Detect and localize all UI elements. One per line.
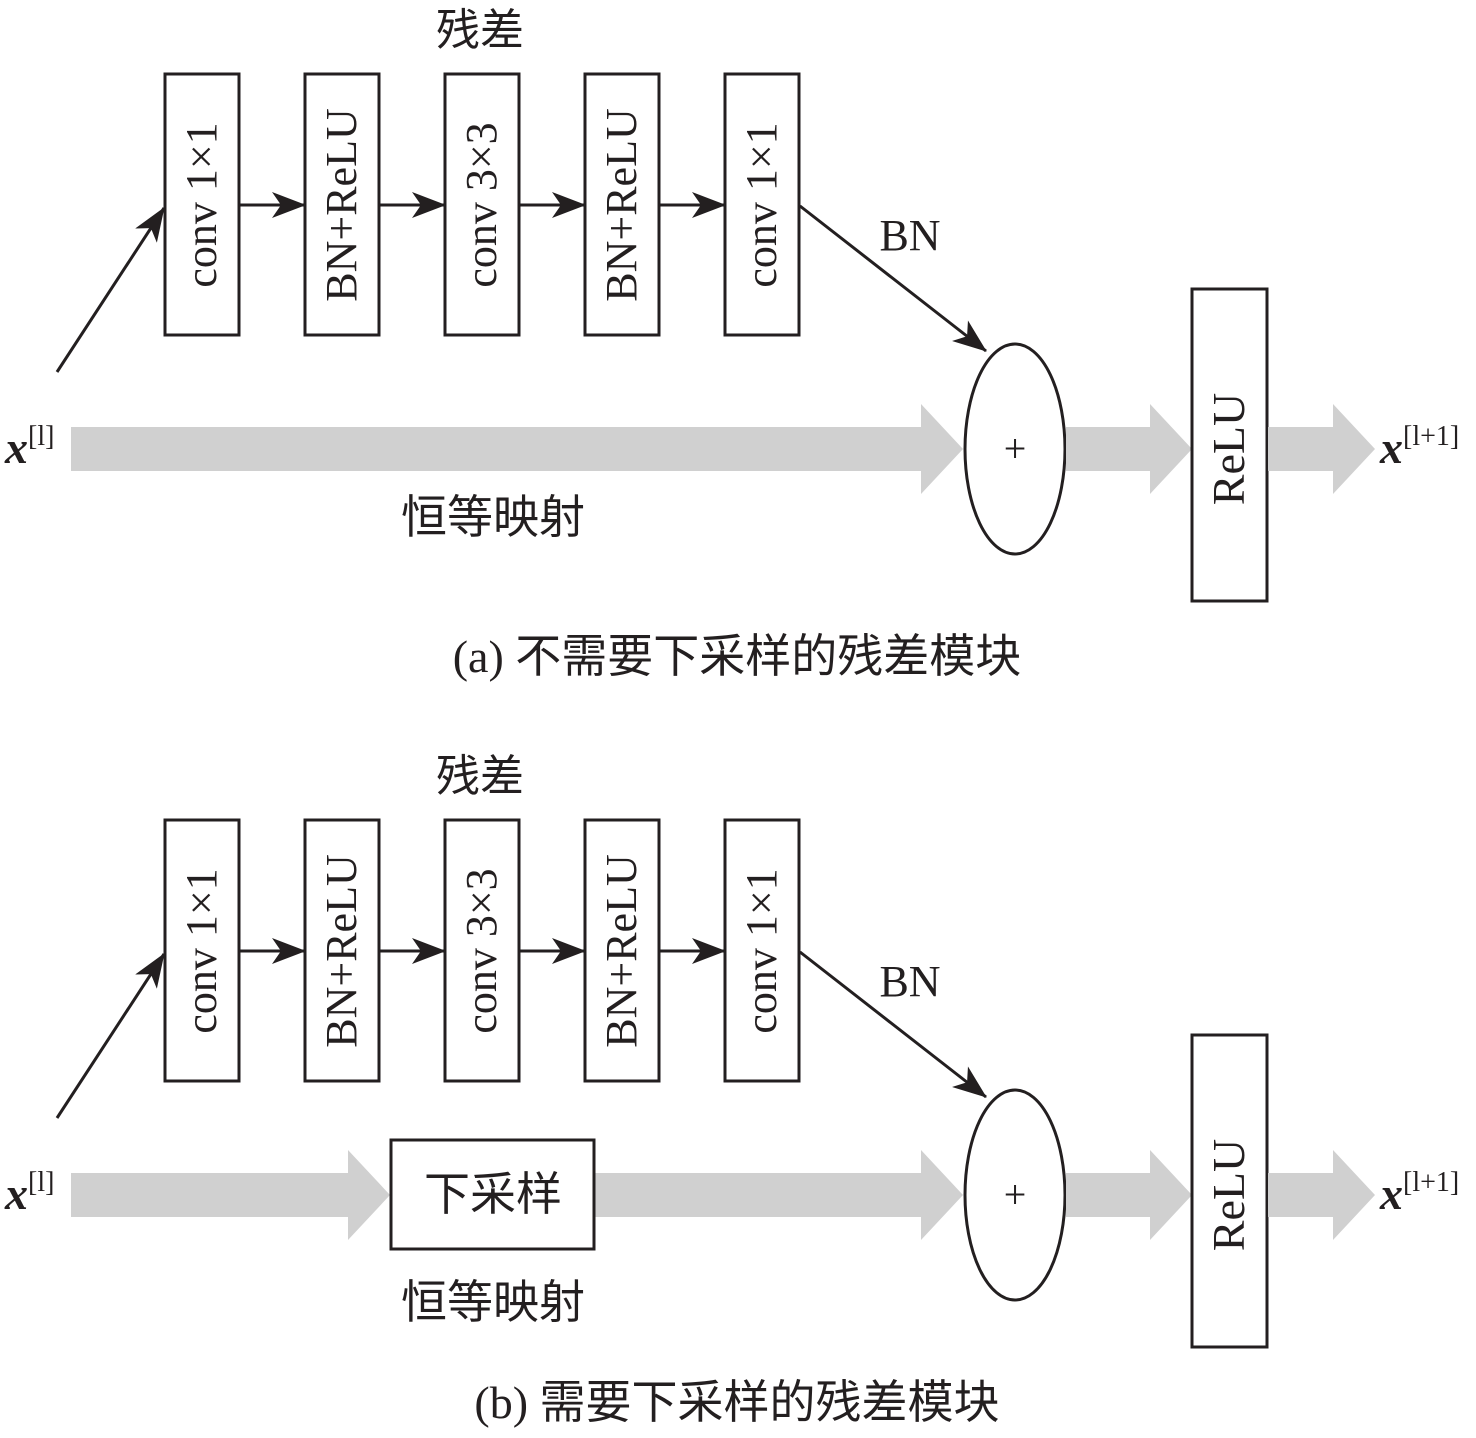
output-arrow <box>1268 1150 1375 1240</box>
figure-caption: (b) 需要下采样的残差模块 <box>474 1377 999 1428</box>
shortcut-arrow <box>71 404 963 494</box>
block-label: conv 1×1 <box>737 122 786 287</box>
block-label: BN+ReLU <box>317 854 366 1047</box>
output-var: x <box>1379 422 1403 473</box>
input-branch-arrow <box>55 207 166 373</box>
relu-label: ReLU <box>1203 1139 1254 1251</box>
residual-label: 残差 <box>436 752 524 801</box>
block-box <box>583 72 661 337</box>
block-label: BN+ReLU <box>317 108 366 301</box>
residual-block: conv 3×3 <box>443 818 521 1083</box>
figure-caption: (a) 不需要下采样的残差模块 <box>453 631 1022 682</box>
sum-node <box>963 342 1067 556</box>
residual-block: BN+ReLU <box>583 818 661 1083</box>
block-label: BN+ReLU <box>597 108 646 301</box>
output-var: x <box>1379 1168 1403 1219</box>
block-label: conv 3×3 <box>457 122 506 287</box>
output-superscript: [l+1] <box>1403 421 1459 452</box>
to-relu-arrow <box>1066 404 1192 494</box>
to-relu-arrow <box>1066 1150 1192 1240</box>
bn-label: BN <box>879 211 940 260</box>
relu-label: ReLU <box>1203 393 1254 505</box>
residual-label: 残差 <box>436 6 524 55</box>
block-box <box>303 72 381 337</box>
bn-arrow <box>799 204 987 353</box>
residual-block: BN+ReLU <box>303 72 381 337</box>
block-label: conv 1×1 <box>177 122 226 287</box>
block-box <box>723 818 801 1083</box>
block-box <box>443 72 521 337</box>
output-superscript: [l+1] <box>1403 1167 1459 1198</box>
input-var: x <box>4 422 28 473</box>
input-superscript: [l] <box>28 421 54 452</box>
residual-block: conv 3×3 <box>443 72 521 337</box>
residual-block: conv 1×1 <box>163 818 241 1083</box>
residual-block: conv 1×1 <box>723 818 801 1083</box>
block-box <box>443 818 521 1083</box>
input-superscript: [l] <box>28 1167 54 1198</box>
identity-label: 恒等映射 <box>401 1277 585 1328</box>
output-variable: x[l+1] <box>1379 1167 1459 1219</box>
shortcut-arrow <box>71 1150 390 1240</box>
residual-block: conv 1×1 <box>163 72 241 337</box>
input-variable: x[l] <box>4 421 54 473</box>
downsample-box <box>389 1138 596 1251</box>
input-branch-arrow <box>55 953 166 1119</box>
block-label: conv 1×1 <box>177 868 226 1033</box>
output-arrow <box>1268 404 1375 494</box>
residual-block: BN+ReLU <box>583 72 661 337</box>
block-label: BN+ReLU <box>597 854 646 1047</box>
residual-block: BN+ReLU <box>303 818 381 1083</box>
block-label: conv 3×3 <box>457 868 506 1033</box>
downsample-label: 下采样 <box>424 1169 562 1220</box>
relu-box <box>1190 1033 1269 1349</box>
shortcut-arrow <box>595 1150 963 1240</box>
block-label: conv 1×1 <box>737 868 786 1033</box>
bn-arrow <box>799 950 987 1099</box>
sum-node <box>963 1088 1067 1302</box>
output-variable: x[l+1] <box>1379 421 1459 473</box>
block-box <box>163 818 241 1083</box>
residual-block: conv 1×1 <box>723 72 801 337</box>
input-variable: x[l] <box>4 1167 54 1219</box>
input-var: x <box>4 1168 28 1219</box>
block-box <box>723 72 801 337</box>
sum-symbol: + <box>1004 426 1027 471</box>
sum-symbol: + <box>1004 1172 1027 1217</box>
identity-label: 恒等映射 <box>401 492 585 543</box>
relu-box <box>1190 287 1269 603</box>
bn-label: BN <box>879 957 940 1006</box>
block-box <box>303 818 381 1083</box>
block-box <box>163 72 241 337</box>
